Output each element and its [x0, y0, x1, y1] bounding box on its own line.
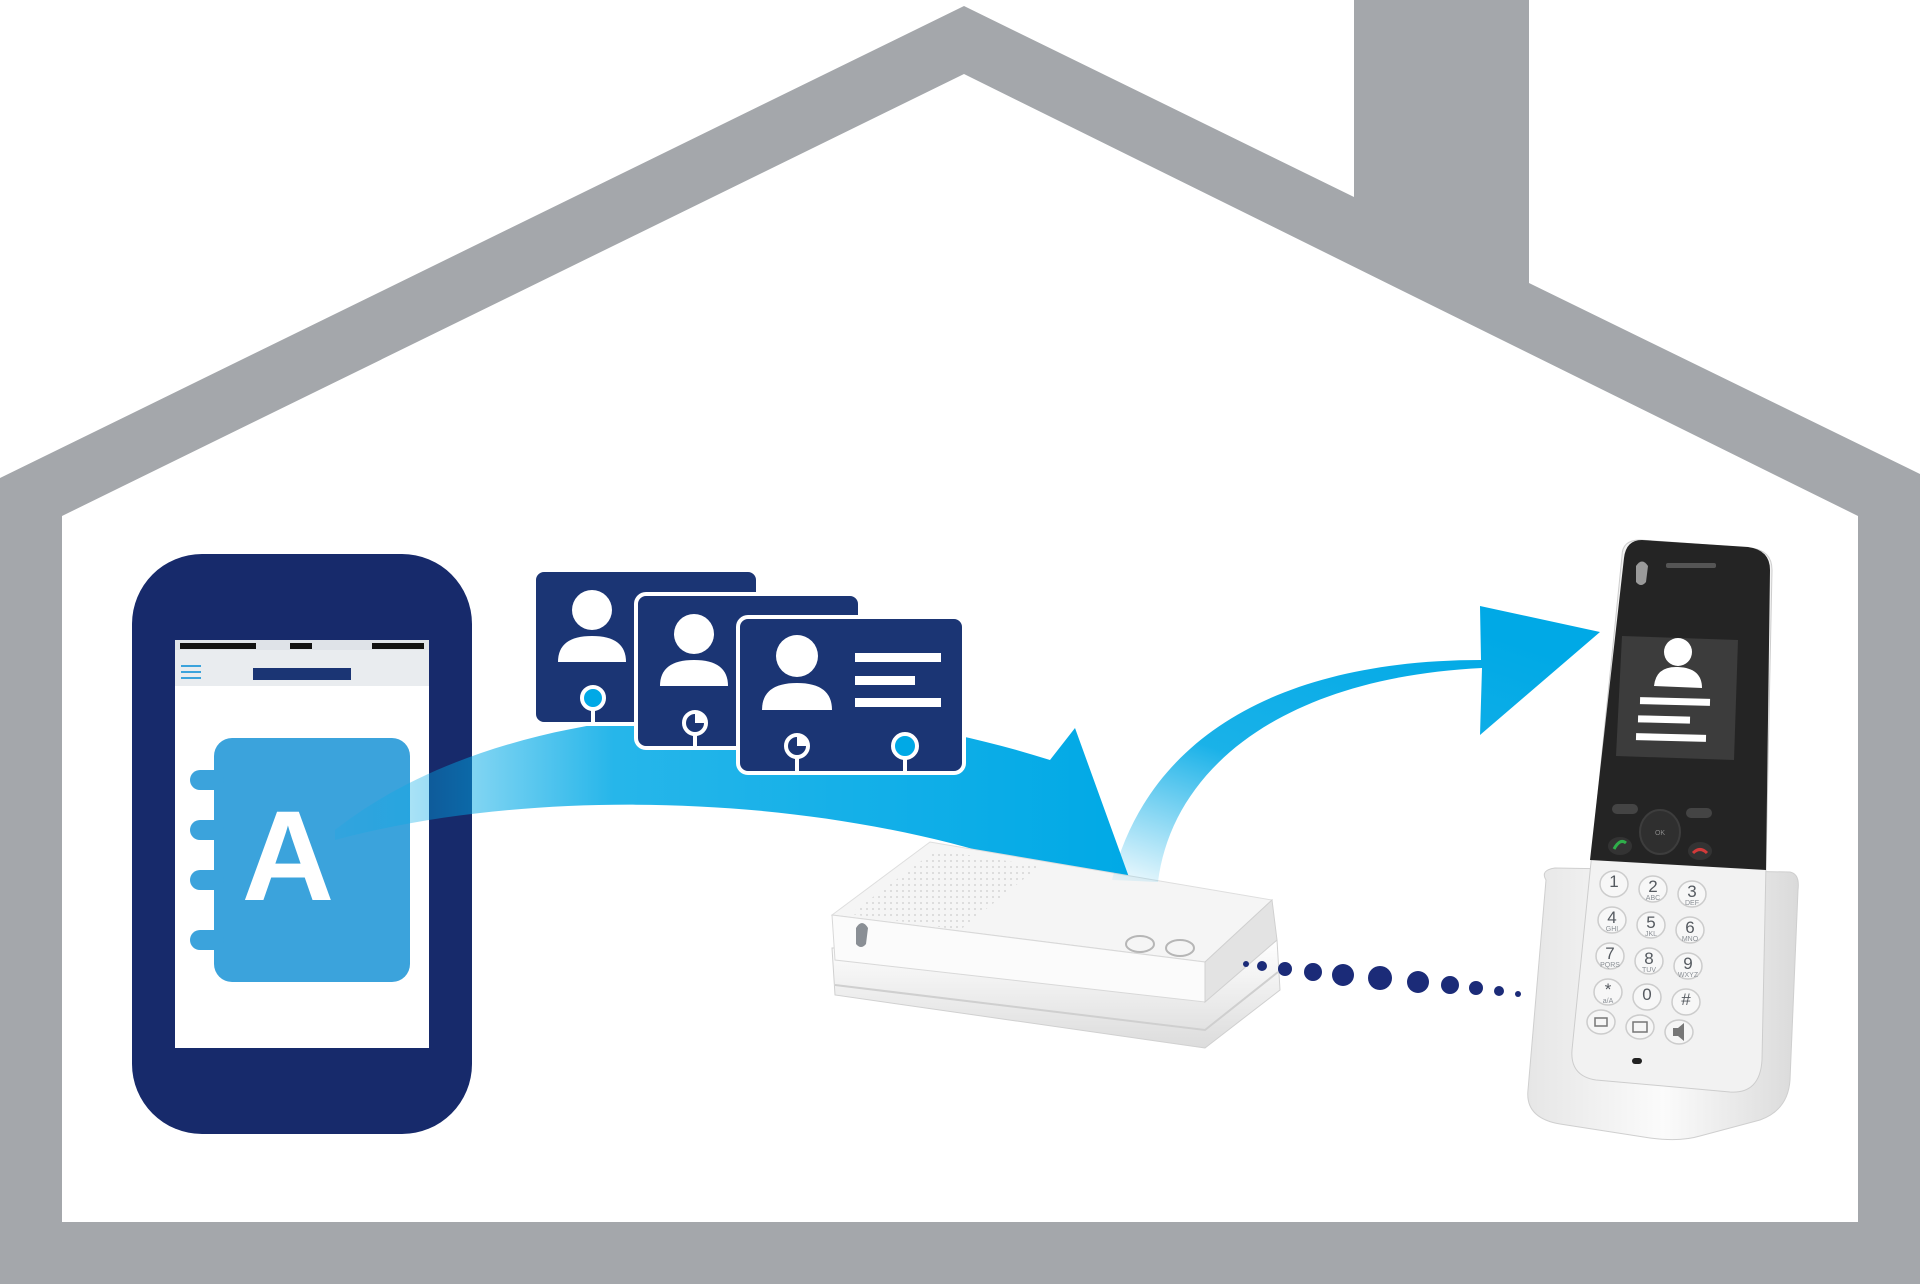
keypad-key-digit: #	[1681, 990, 1691, 1009]
keypad-key-letters: MNO	[1682, 936, 1699, 943]
brand-logo-icon	[856, 923, 868, 947]
keypad-key[interactable]: #	[1671, 988, 1701, 1016]
keypad-key-letters: WXYZ	[1678, 972, 1699, 979]
call-button[interactable]	[1608, 837, 1632, 855]
keypad-key-letters: ABC	[1646, 895, 1660, 902]
signal-dot	[1332, 964, 1354, 986]
base-button[interactable]	[1165, 939, 1195, 957]
signal-dot	[1407, 971, 1429, 993]
keypad-key-letters: TUV	[1642, 967, 1656, 974]
base-station	[830, 841, 1281, 1049]
contact-text-lines	[855, 653, 941, 707]
speaker-key[interactable]	[1664, 1019, 1694, 1045]
right-softkey[interactable]	[1686, 808, 1712, 818]
menu-key[interactable]	[1586, 1009, 1616, 1035]
keypad-key-letters: JKL	[1645, 931, 1657, 938]
base-button[interactable]	[1125, 935, 1155, 953]
keypad-key-letters: a/A	[1603, 998, 1614, 1005]
keypad-key-digit: *	[1605, 980, 1612, 999]
keypad-key-digit: 2	[1648, 877, 1657, 896]
signal-dot	[1441, 976, 1459, 994]
signal-dot	[1243, 961, 1249, 967]
keypad-key[interactable]: 1	[1599, 870, 1629, 898]
keypad-key[interactable]: 0	[1632, 983, 1662, 1011]
brand-logo-icon	[1636, 561, 1648, 585]
keypad-key-digit: 6	[1685, 918, 1694, 937]
keypad-key-digit: 8	[1644, 949, 1653, 968]
keypad-key-digit: 0	[1642, 985, 1651, 1004]
person-icon	[762, 635, 832, 710]
handset-display	[1616, 636, 1738, 760]
dect-signal-dots	[1243, 961, 1521, 997]
keypad-key-letters: PQRS	[1600, 962, 1620, 969]
signal-dot	[1304, 963, 1322, 981]
nav-ring[interactable]	[1639, 809, 1681, 855]
address-book-letter: A	[242, 785, 334, 928]
keypad-key-digit: 7	[1605, 944, 1614, 963]
keypad-key-digit: 4	[1607, 908, 1616, 927]
signal-dot	[1278, 962, 1292, 976]
contact-card	[736, 615, 966, 775]
person-icon	[558, 590, 626, 662]
keypad-key-letters: GHI	[1606, 926, 1619, 933]
left-softkey[interactable]	[1612, 804, 1638, 814]
phonebook-key[interactable]	[1625, 1014, 1655, 1040]
menu-icon[interactable]	[181, 665, 201, 679]
keypad-key-digit: 9	[1683, 954, 1692, 973]
app-title-bar	[253, 668, 351, 680]
end-call-button[interactable]	[1688, 842, 1712, 860]
sync-arrow-shape	[1112, 606, 1600, 882]
signal-dot	[1257, 961, 1267, 971]
signal-dot	[1515, 991, 1521, 997]
address-book-icon[interactable]: A	[190, 738, 410, 982]
signal-dot	[1368, 966, 1392, 990]
keypad-key-digit: 5	[1646, 913, 1655, 932]
contact-person-icon	[1654, 638, 1702, 688]
smartphone: A	[132, 554, 472, 1134]
keypad-key-letters: DEF	[1685, 900, 1699, 907]
keypad-key[interactable]: *a/A	[1593, 978, 1623, 1006]
signal-dot	[1494, 986, 1504, 996]
keypad-key-digit: 3	[1687, 882, 1696, 901]
contact-cards	[532, 568, 966, 775]
nav-ok-label: OK	[1655, 830, 1665, 837]
person-icon	[660, 614, 728, 686]
navigation-keys[interactable]: OK	[1608, 804, 1712, 860]
signal-dot	[1469, 981, 1483, 995]
microphone	[1632, 1058, 1642, 1064]
keypad-key-digit: 1	[1609, 872, 1618, 891]
